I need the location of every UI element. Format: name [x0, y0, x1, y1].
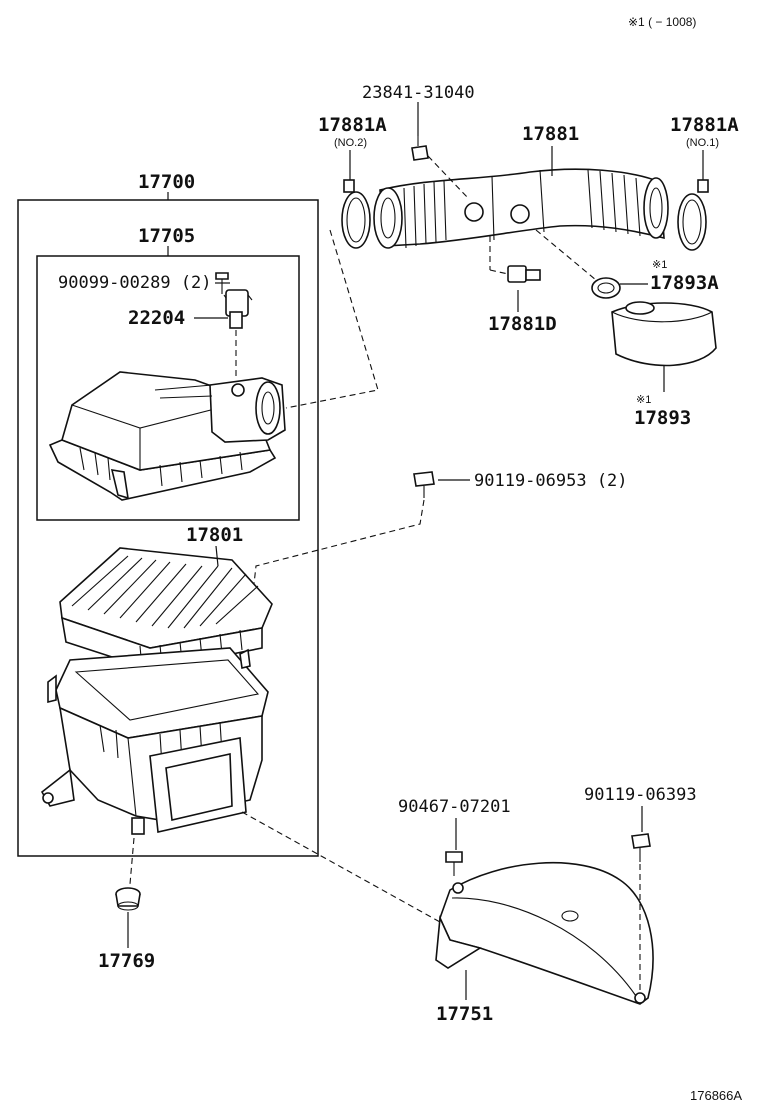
label-90099-00289[interactable]: 90099-00289 (2) — [58, 273, 212, 293]
grommet-icon — [115, 887, 141, 911]
clamp-no2-icon — [341, 179, 371, 249]
clamp-no1-icon — [677, 179, 709, 251]
label-17881[interactable]: 17881 — [522, 123, 579, 145]
intake-duct — [435, 861, 654, 1005]
clamp-small-icon — [591, 277, 621, 299]
filter-element — [59, 547, 273, 671]
bolt-sensor-icon — [411, 136, 429, 161]
bolt-top-icon — [413, 471, 435, 498]
label-17881A-no2-sub: (NO.2) — [334, 137, 367, 149]
air-cleaner-case — [40, 647, 269, 835]
label-17705[interactable]: 17705 — [138, 225, 195, 247]
label-17700[interactable]: 17700 — [138, 171, 195, 193]
label-22204[interactable]: 22204 — [128, 307, 185, 329]
label-17801[interactable]: 17801 — [186, 524, 243, 546]
label-17881A-no1-sub: (NO.1) — [686, 137, 719, 149]
figure-id: 176866A — [690, 1088, 742, 1103]
label-90467-07201[interactable]: 90467-07201 — [398, 797, 511, 817]
label-17893A-mark: ※1 — [652, 259, 667, 271]
label-90119-06393[interactable]: 90119-06393 — [584, 785, 697, 805]
airflow-sensor — [223, 289, 253, 329]
bolt-bottom-icon — [631, 833, 651, 862]
air-cleaner-cap — [48, 371, 286, 501]
label-17751[interactable]: 17751 — [436, 1003, 493, 1025]
label-17769[interactable]: 17769 — [98, 950, 155, 972]
label-17881A-no2[interactable]: 17881A — [318, 114, 387, 136]
label-17893[interactable]: 17893 — [634, 407, 691, 429]
clip-icon — [445, 851, 463, 876]
header-note: ※1 ( − 1008) — [628, 15, 696, 29]
hose-fitting-icon — [507, 265, 541, 283]
resonator-icon — [611, 301, 717, 367]
label-17881D[interactable]: 17881D — [488, 313, 557, 335]
screw-icon — [215, 272, 229, 294]
label-17893A[interactable]: 17893A — [650, 272, 719, 294]
intake-hose — [373, 168, 669, 249]
label-17881A-no1[interactable]: 17881A — [670, 114, 739, 136]
label-17893-mark: ※1 — [636, 394, 651, 406]
label-90119-06953[interactable]: 90119-06953 (2) — [474, 471, 628, 491]
label-23841-31040[interactable]: 23841-31040 — [362, 83, 475, 103]
